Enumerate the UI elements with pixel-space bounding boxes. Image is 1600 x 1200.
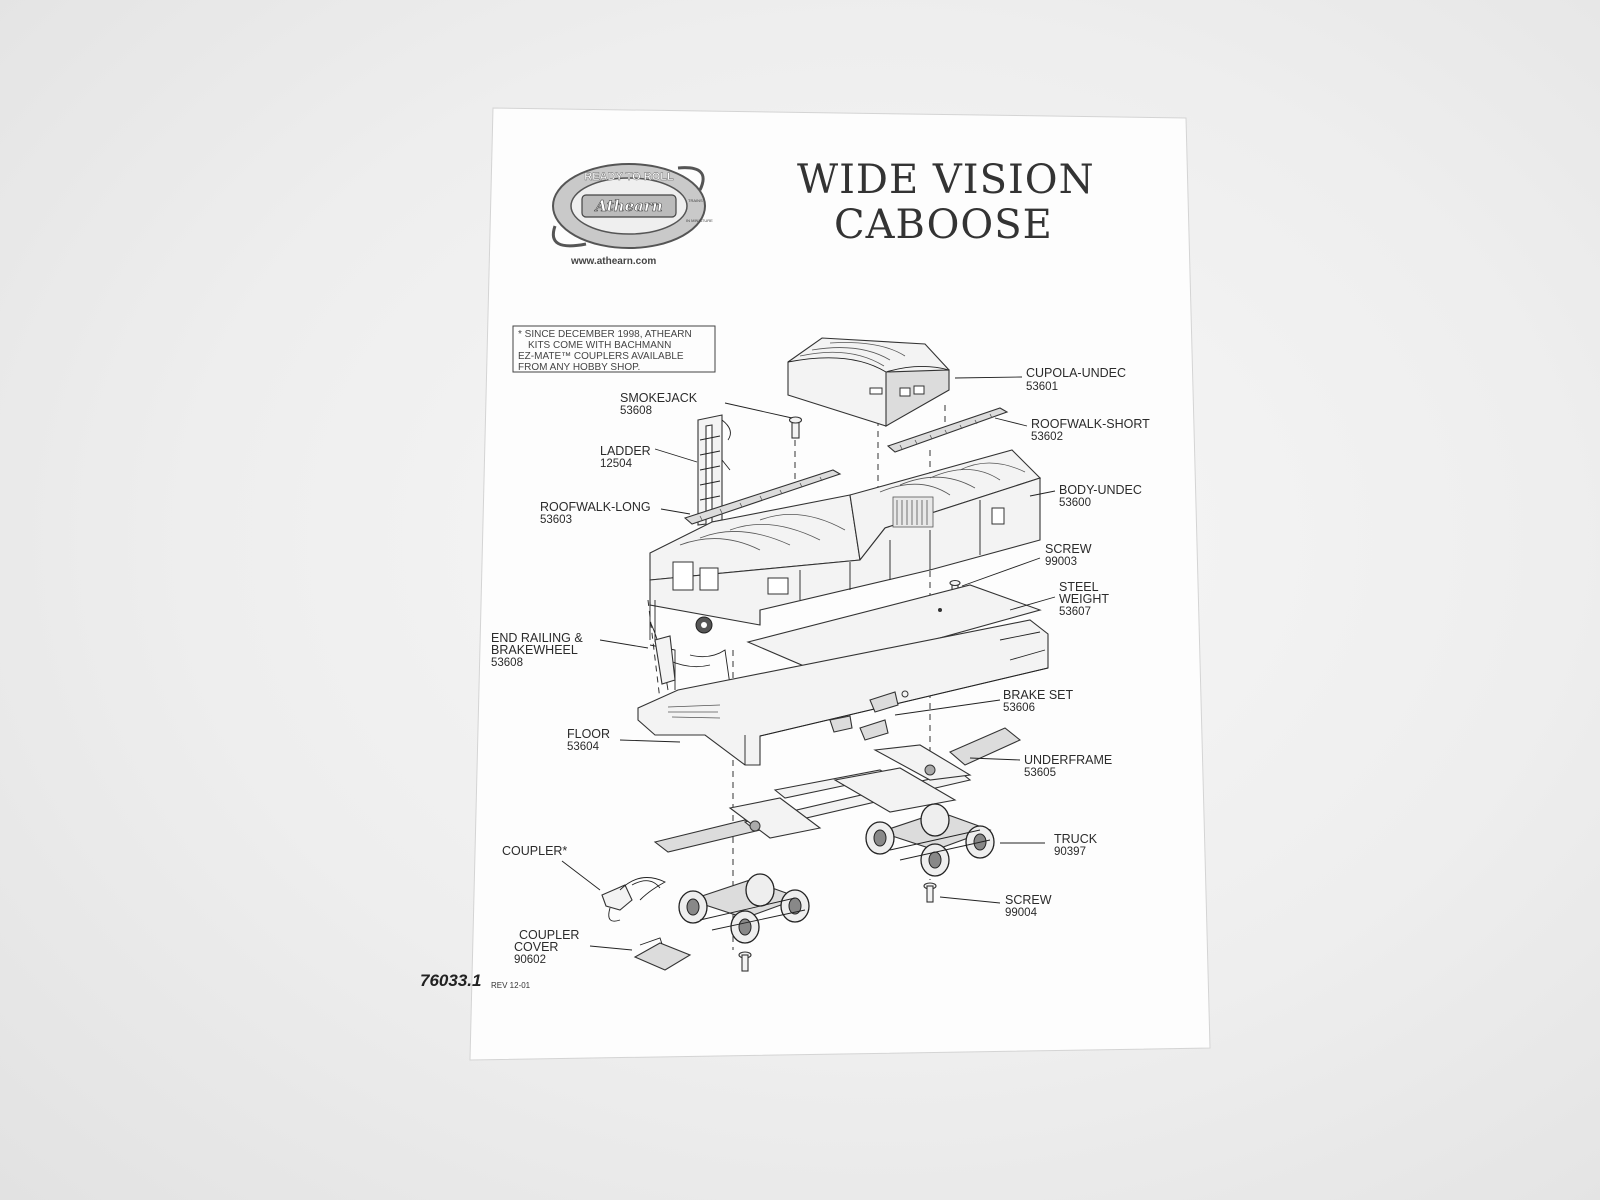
label-steel-weight-name: STEEL (1059, 580, 1099, 594)
label-coupler-cover-name: COUPLER (519, 928, 579, 942)
label-roofwalk-long-name: ROOFWALK-LONG (540, 500, 651, 514)
smokejack-part (788, 416, 803, 439)
note-line-4: FROM ANY HOBBY SHOP. (518, 362, 640, 373)
cupola-part (787, 337, 950, 427)
label-screw-top-name: SCREW (1045, 542, 1092, 556)
label-roofwalk-short-number: 53602 (1031, 431, 1063, 443)
logo-ring-text: READY TO ROLL (584, 171, 674, 183)
label-brake-set-name: BRAKE SET (1003, 688, 1074, 702)
label-underframe-name: UNDERFRAME (1024, 753, 1112, 767)
website-url: www.athearn.com (570, 256, 656, 267)
label-screw-bottom-name: SCREW (1005, 893, 1052, 907)
label-end-railing-name: END RAILING & (491, 631, 583, 645)
underframe-part (653, 727, 1022, 853)
logo-brand: Athearn (593, 197, 662, 215)
body-part (649, 449, 1042, 626)
part-labels: CUPOLA-UNDEC 53601 SMOKEJACK 53608 ROOFW… (491, 366, 1150, 966)
logo-tag-right: IN MINIATURE (686, 218, 713, 223)
label-coupler-name: COUPLER* (502, 844, 567, 858)
label-truck-number: 90397 (1054, 846, 1086, 858)
label-floor-name: FLOOR (567, 727, 610, 741)
label-cupola-number: 53601 (1026, 381, 1058, 393)
label-roofwalk-short-name: ROOFWALK-SHORT (1031, 417, 1150, 431)
end-railing-part (649, 600, 731, 691)
label-ladder-name: LADDER (600, 444, 651, 458)
label-coupler-cover-name2: COVER (514, 940, 558, 954)
label-floor-number: 53604 (567, 741, 600, 753)
logo-tag-left: TRAINS (688, 198, 703, 203)
screw-bottom-right-part (923, 882, 937, 903)
document-number: 76033.1 (420, 971, 481, 990)
label-steel-weight-number: 53607 (1059, 606, 1091, 618)
ladder-part (697, 414, 731, 526)
coupler-cover-part (633, 937, 692, 971)
label-screw-bottom-number: 99004 (1005, 907, 1038, 919)
roofwalk-short-part (886, 407, 1009, 453)
label-smokejack-number: 53608 (620, 405, 652, 417)
label-end-railing-name2: BRAKEWHEEL (491, 643, 578, 657)
revision-code: REV 12-01 (491, 981, 531, 990)
label-ladder-number: 12504 (600, 458, 633, 470)
roofwalk-long-part (683, 469, 842, 525)
coupler-note: * SINCE DECEMBER 1998, ATHEARN KITS COME… (512, 325, 716, 373)
screw-bottom-left-part (738, 951, 752, 972)
note-line-3: EZ-MATE™ COUPLERS AVAILABLE (518, 351, 684, 362)
title-line-2: CABOOSE (834, 202, 1053, 248)
leader-lines (561, 376, 1056, 951)
truck-right-part (865, 803, 995, 877)
label-body-name: BODY-UNDEC (1059, 483, 1142, 497)
title-line-1: WIDE VISION (797, 157, 1095, 203)
note-line-2: KITS COME WITH BACHMANN (528, 340, 671, 351)
label-smokejack-name: SMOKEJACK (620, 391, 698, 405)
label-cupola-name: CUPOLA-UNDEC (1026, 366, 1126, 380)
label-underframe-number: 53605 (1024, 767, 1056, 779)
label-coupler-cover-number: 90602 (514, 954, 546, 966)
truck-left-part (678, 873, 810, 944)
floor-part (637, 619, 1049, 766)
brake-set-part (829, 690, 909, 741)
note-line-1: * SINCE DECEMBER 1998, ATHEARN (518, 329, 692, 340)
label-steel-weight-name2: WEIGHT (1059, 592, 1109, 606)
label-roofwalk-long-number: 53603 (540, 514, 572, 526)
coupler-part (601, 877, 666, 922)
athearn-logo: READY TO ROLL Athearn TRAINS IN MINIATUR… (552, 163, 713, 249)
label-brake-set-number: 53606 (1003, 702, 1035, 714)
label-end-railing-number: 53608 (491, 657, 523, 669)
label-screw-top-number: 99003 (1045, 556, 1077, 568)
label-body-number: 53600 (1059, 497, 1091, 509)
label-truck-name: TRUCK (1054, 832, 1098, 846)
